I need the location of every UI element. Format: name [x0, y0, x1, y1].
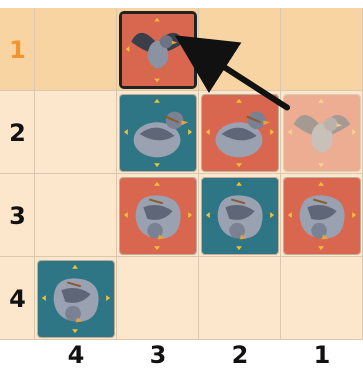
column-label: 3 [117, 340, 199, 369]
pigeon-icon [120, 95, 196, 171]
board-cell[interactable] [281, 8, 363, 91]
row-label: 4 [0, 257, 35, 340]
board-cell[interactable] [199, 257, 281, 340]
pigeon-icon [120, 178, 196, 254]
pigeon-icon [284, 178, 360, 254]
pigeon-icon [38, 261, 114, 337]
teal-pigeon-tile[interactable] [119, 94, 197, 172]
column-label: 2 [199, 340, 281, 369]
row-label: 1 [0, 8, 35, 91]
board-cell[interactable] [117, 257, 199, 340]
red-pigeon-tile[interactable] [283, 177, 361, 255]
column-label: 4 [35, 340, 117, 369]
red-pigeon-tile[interactable] [119, 177, 197, 255]
board-cell[interactable] [35, 8, 117, 91]
board-cell[interactable] [35, 91, 117, 174]
pigeon-icon [202, 95, 278, 171]
row-label: 3 [0, 174, 35, 257]
row-label: 2 [0, 91, 35, 174]
teal-pigeon-tile[interactable] [201, 177, 279, 255]
board-cell[interactable] [281, 257, 363, 340]
pigeon-icon [122, 14, 194, 86]
red-pigeon-tile[interactable] [119, 11, 197, 89]
pigeon-icon [202, 178, 278, 254]
red-pigeon-tile[interactable] [283, 94, 361, 172]
column-label: 1 [281, 340, 363, 369]
board-cell[interactable] [199, 8, 281, 91]
red-pigeon-tile[interactable] [201, 94, 279, 172]
board-cell[interactable] [35, 174, 117, 257]
teal-pigeon-tile[interactable] [37, 260, 115, 338]
pigeon-icon [284, 95, 360, 171]
